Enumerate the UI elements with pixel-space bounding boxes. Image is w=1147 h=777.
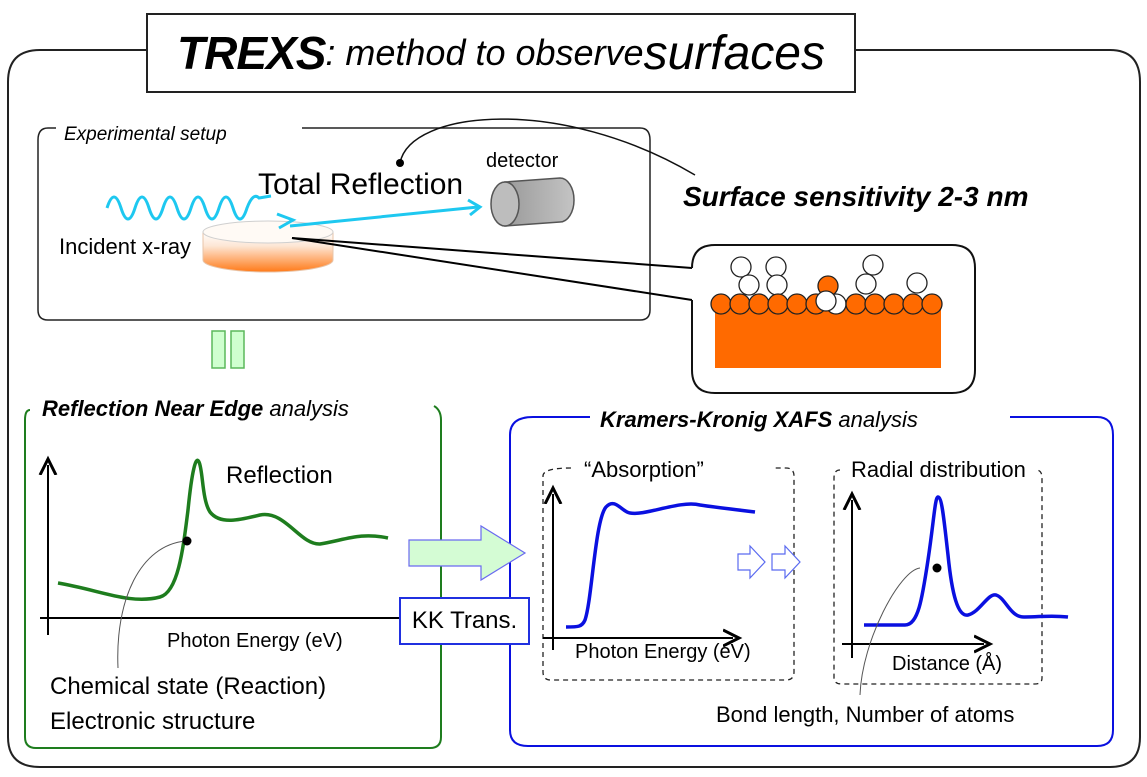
surface-atoms xyxy=(710,254,943,368)
total-reflection-label: Total Reflection xyxy=(258,168,464,201)
kk-transform-arrow xyxy=(408,524,527,582)
absorption-x-axis-label: Photon Energy (eV) xyxy=(575,641,751,663)
absorption-panel xyxy=(542,467,795,681)
setup-box xyxy=(37,127,651,321)
title-surfaces: surfaces xyxy=(643,26,825,80)
reflected-arrowhead-icon xyxy=(467,198,483,217)
reflected-beam xyxy=(289,205,479,228)
callout-dot xyxy=(396,159,404,167)
atom xyxy=(738,274,760,296)
rne-note-chemical-state: Chemical state (Reaction) xyxy=(50,673,327,700)
title-trexs: TREXS xyxy=(177,27,326,79)
rne-box xyxy=(24,405,442,749)
incident-arrowhead-icon xyxy=(276,212,297,230)
atom xyxy=(765,256,787,278)
atom xyxy=(815,290,837,312)
radial-x-axis-label: Distance (Å) xyxy=(892,653,1003,675)
kk-trans-box: KK Trans. xyxy=(399,597,530,645)
equals-icon xyxy=(211,330,245,369)
detector-label: detector xyxy=(486,150,559,172)
rne-title-rest: analysis xyxy=(263,396,349,421)
atom xyxy=(710,293,732,315)
substrate xyxy=(715,305,941,368)
atom xyxy=(883,293,905,315)
atom xyxy=(766,274,788,296)
step-arrow-1-icon xyxy=(737,544,766,580)
radial-distribution-curve xyxy=(864,495,1069,627)
rne-x-axis-label: Photon Energy (eV) xyxy=(167,630,343,652)
rne-callout-line xyxy=(117,540,187,669)
radial-title: Radial distribution xyxy=(847,457,1030,483)
detector-icon xyxy=(490,177,575,227)
incident-xray-label: Incident x-ray xyxy=(59,234,192,259)
setup-label: Experimental setup xyxy=(58,124,233,146)
rne-reflection-curve xyxy=(57,458,389,602)
absorption-curve xyxy=(565,501,756,629)
rne-note-electronic-structure: Electronic structure xyxy=(50,708,256,735)
rne-callout-dot xyxy=(182,536,192,546)
rne-title-bold: Reflection Near Edge xyxy=(42,396,264,421)
title-box: TREXS: method to observe surfaces xyxy=(146,13,856,93)
radial-callout-dot xyxy=(932,563,942,573)
sample-disc xyxy=(202,220,334,273)
kk-note-bond-length: Bond length, Number of atoms xyxy=(716,702,1015,727)
title-middle: : method to observe xyxy=(325,32,644,73)
atom xyxy=(748,293,770,315)
atom xyxy=(864,293,886,315)
rne-curve-label: Reflection xyxy=(226,462,333,489)
atom xyxy=(902,293,924,315)
radial-panel xyxy=(833,469,1043,685)
atom xyxy=(730,256,752,278)
atom xyxy=(767,293,789,315)
kk-title-rest: analysis xyxy=(832,407,918,432)
atom xyxy=(845,293,867,315)
step-arrow-2-icon xyxy=(771,544,801,580)
zoom-line-bottom xyxy=(291,237,693,301)
kk-title: Kramers-Kronig XAFS analysis xyxy=(594,407,924,433)
radial-callout-line xyxy=(859,567,921,696)
callout-curve xyxy=(399,118,696,176)
outer-frame xyxy=(7,49,1141,768)
atom xyxy=(862,254,884,276)
incident-xray-wave xyxy=(105,194,272,221)
absorption-title: “Absorption” xyxy=(580,457,708,483)
atom xyxy=(855,273,877,295)
kk-box xyxy=(509,416,1114,747)
rne-title: Reflection Near Edge analysis xyxy=(36,396,355,422)
zoom-line-top xyxy=(291,237,693,269)
atom xyxy=(921,293,943,315)
kk-title-bold: Kramers-Kronig XAFS xyxy=(600,407,833,432)
atom xyxy=(906,272,928,294)
atom xyxy=(729,293,751,315)
surface-sensitivity-label: Surface sensitivity 2-3 nm xyxy=(683,181,1029,212)
atom xyxy=(786,293,808,315)
